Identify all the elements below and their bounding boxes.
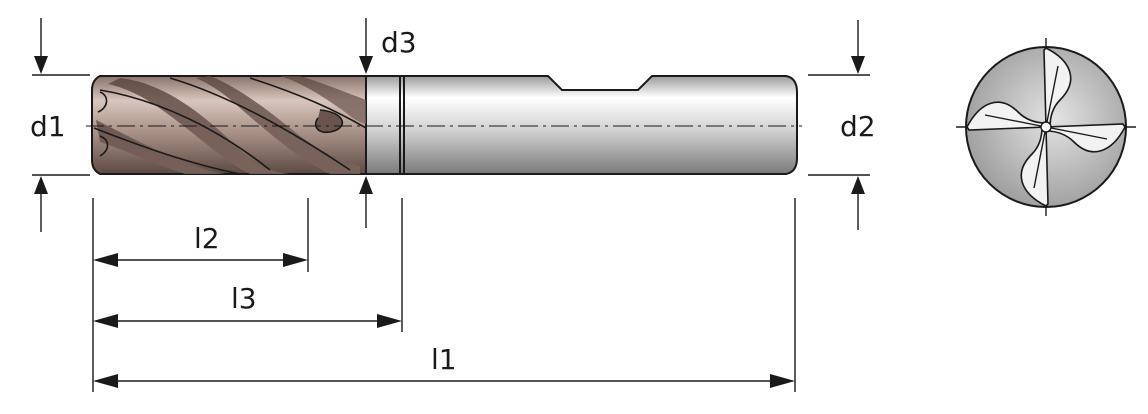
flute-1	[108, 78, 290, 174]
flute-end-curl	[314, 109, 344, 134]
flute-3	[280, 76, 366, 124]
label-l2: l2	[194, 222, 220, 255]
dimension-d2: d2	[808, 20, 876, 230]
dimension-l2: l2	[93, 222, 308, 267]
flute-4	[96, 120, 225, 174]
helix-edge-4	[93, 127, 241, 175]
tip-edge	[97, 91, 109, 157]
helix-edge-2	[169, 77, 351, 171]
dimension-l1: l1	[93, 343, 795, 388]
label-d3: d3	[381, 26, 417, 59]
tool-side-view	[86, 75, 802, 175]
shank	[399, 75, 798, 175]
helix-edge-3	[249, 77, 367, 129]
label-d2: d2	[840, 110, 876, 143]
shank-neck-ring	[365, 75, 405, 175]
dimension-lengths: l2 l3 l1	[92, 198, 796, 392]
end-view-core	[1040, 121, 1052, 133]
dimension-l3: l3	[93, 282, 402, 328]
label-l3: l3	[231, 282, 257, 315]
tool-end-view	[956, 38, 1136, 216]
helix-edge-1	[99, 89, 271, 171]
label-d1: d1	[30, 110, 66, 143]
end-cutting-edges	[984, 65, 1108, 189]
dimension-d1: d1	[30, 18, 90, 232]
dimension-d3: d3	[359, 18, 417, 228]
label-l1: l1	[431, 343, 457, 376]
